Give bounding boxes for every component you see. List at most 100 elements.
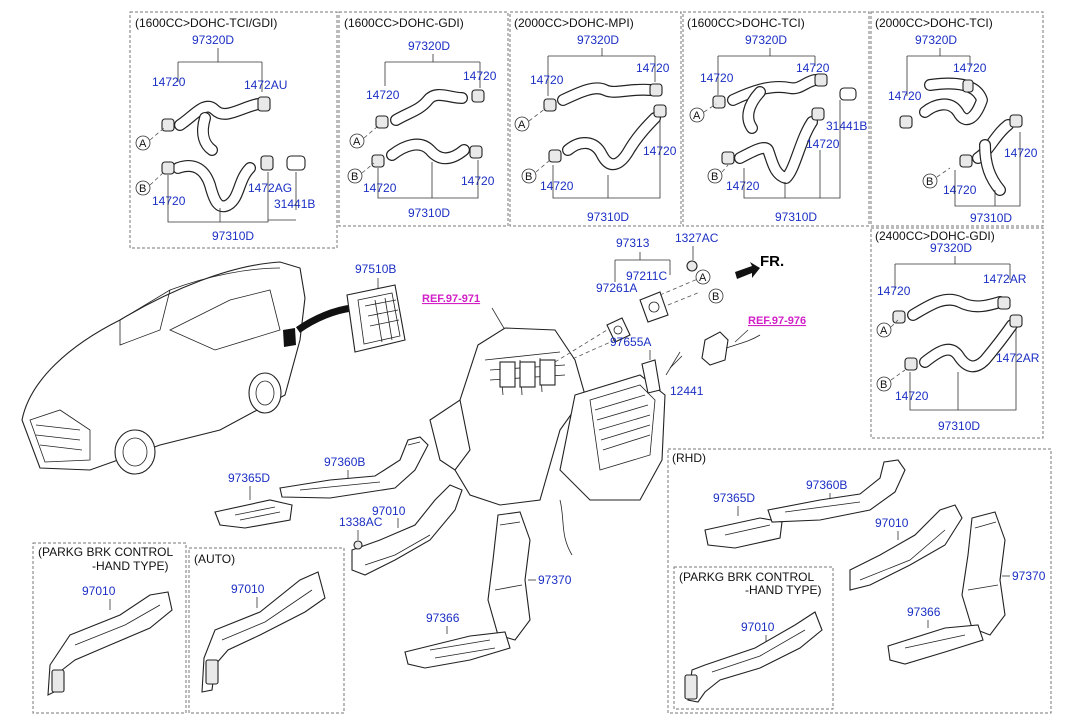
part-label: 14720 [1004, 146, 1038, 160]
hose-clamp-icon [653, 104, 667, 118]
connector-label: A [693, 110, 701, 122]
part-label: 97261A [596, 281, 637, 295]
hose-clamp-icon [260, 155, 274, 171]
part-label: 1472AR [983, 272, 1027, 286]
front-arrow-icon [735, 262, 760, 279]
connector-b-icon [347, 168, 363, 184]
hose-clamp-icon [962, 79, 974, 93]
part-label: 1338AC [339, 515, 383, 529]
panel-1600cc-dohc-tci: (1600CC>DOHC-TCI) 97320D 14720 14720 A 3… [682, 11, 870, 227]
part-label: 14720 [152, 194, 186, 208]
part-label: 31441B [826, 119, 867, 133]
panel-title: (1600CC>DOHC-TCI/GDI) [135, 16, 277, 30]
part-label: 97365D [228, 471, 270, 485]
gasket-icon [639, 291, 669, 323]
panel-title: (1600CC>DOHC-TCI) [687, 16, 805, 30]
part-label: 14720 [895, 389, 929, 403]
rear-heating-duct-icon [279, 436, 429, 499]
part-label: 97010 [372, 504, 406, 518]
part-label: 97010 [231, 582, 265, 596]
part-label: 1472AG [248, 181, 292, 195]
reference-link[interactable]: REF.97-976 [748, 315, 806, 327]
part-label: 14720 [806, 137, 840, 151]
connector-label: B [926, 176, 933, 188]
part-label: 97010 [741, 620, 775, 634]
part-label: 97320D [930, 241, 972, 255]
hose-clamp-icon [997, 296, 1011, 310]
part-label: 12441 [670, 384, 704, 398]
hose-clamp-icon [375, 115, 389, 129]
hose-clamp-icon [161, 118, 175, 132]
shower-duct-icon [849, 504, 963, 591]
gasket-icon [606, 317, 631, 343]
connector-b-icon [521, 168, 537, 184]
connector-label: A [139, 138, 147, 150]
part-label: 14720 [796, 61, 830, 75]
part-label: 97365D [713, 491, 755, 505]
connector-a-icon [514, 116, 530, 132]
panel-2000cc-dohc-mpi: (2000CC>DOHC-MPI) 97320D 14720 14720 A 1… [509, 11, 682, 227]
panel-title: (2000CC>DOHC-MPI) [514, 16, 634, 30]
gasket-icon [641, 359, 661, 394]
rear-floor-duct-icon [214, 499, 293, 529]
panel-1600cc-dohc-tci-gdi: (1600CC>DOHC-TCI/GDI) 97320D 14720 1472A… [129, 11, 338, 249]
part-label: 97655A [610, 335, 651, 349]
part-label: 97010 [82, 584, 116, 598]
connector-a-icon [349, 133, 365, 149]
panel-title: (2000CC>DOHC-TCI) [875, 16, 993, 30]
part-label: 14720 [700, 71, 734, 85]
nut-icon [686, 260, 698, 272]
center-floor-ducts: 97365D 97360B 97010 1338AC 97370 97366 [214, 436, 572, 669]
connector-label: B [712, 291, 719, 303]
part-label: 97320D [915, 33, 957, 47]
floor-duct-cover-icon [404, 631, 511, 669]
part-label: 97370 [1012, 569, 1046, 583]
connector-fitting-icon [286, 155, 306, 171]
panel-auto: (AUTO) 97010 [188, 547, 345, 714]
connector-a-icon [876, 322, 892, 338]
connector-a-icon [135, 135, 151, 151]
connector-label: B [711, 171, 718, 183]
connector-label: A [353, 136, 361, 148]
hose-clamp-icon [904, 357, 918, 371]
part-label: 14720 [366, 88, 400, 102]
part-label: 97370 [538, 573, 572, 587]
hose-clamp-icon [469, 145, 483, 159]
connector-label: B [880, 379, 887, 391]
heater-unit-assembly: 97510B REF.97-971 97313 1327AC 97211C 97… [346, 231, 806, 556]
part-label: 1472AR [996, 351, 1040, 365]
connector-label: B [525, 171, 532, 183]
panel-title: (PARKG BRK CONTROL [679, 570, 814, 584]
expansion-valve-icon [701, 331, 729, 366]
connector-label: A [699, 272, 707, 284]
front-direction-label: FR. [760, 253, 784, 270]
hose-clamp-icon [471, 89, 485, 103]
part-label: 14720 [152, 75, 186, 89]
part-label: 1472AU [244, 78, 287, 92]
rear-heating-duct-icon [767, 459, 906, 523]
hose-clamp-icon [161, 161, 175, 175]
panel-title: (AUTO) [194, 552, 235, 566]
part-label: 1327AC [675, 231, 719, 245]
panel-rhd: (RHD) 97365D 97360B 97010 97370 97366 (P… [667, 448, 1052, 714]
part-label: 97310D [938, 419, 980, 433]
panel-subtitle: -HAND TYPE) [92, 559, 168, 573]
reference-link[interactable]: REF.97-971 [422, 293, 480, 305]
panel-2400cc-dohc-gdi: (2400CC>DOHC-GDI) 97320D 1472AR 14720 A … [870, 227, 1044, 439]
part-label: 14720 [363, 181, 397, 195]
connector-fitting-icon [839, 87, 857, 101]
hose-clamp-icon [814, 73, 828, 87]
part-label: 97211C [626, 269, 667, 283]
floor-duct-icon [487, 511, 531, 641]
connector-b-icon [708, 288, 724, 304]
panel-2000cc-dohc-tci: (2000CC>DOHC-TCI) 97320D 14720 14720 147… [870, 11, 1044, 227]
hose-clamp-icon [721, 151, 735, 165]
part-label: 97320D [577, 33, 619, 47]
floor-duct-cover-icon [887, 624, 984, 665]
hose-clamp-icon [1009, 114, 1023, 128]
part-label: 14720 [726, 179, 760, 193]
connector-a-icon [695, 269, 711, 285]
connector-label: B [139, 183, 146, 195]
part-label: 14720 [888, 89, 922, 103]
connector-a-icon [689, 107, 705, 123]
